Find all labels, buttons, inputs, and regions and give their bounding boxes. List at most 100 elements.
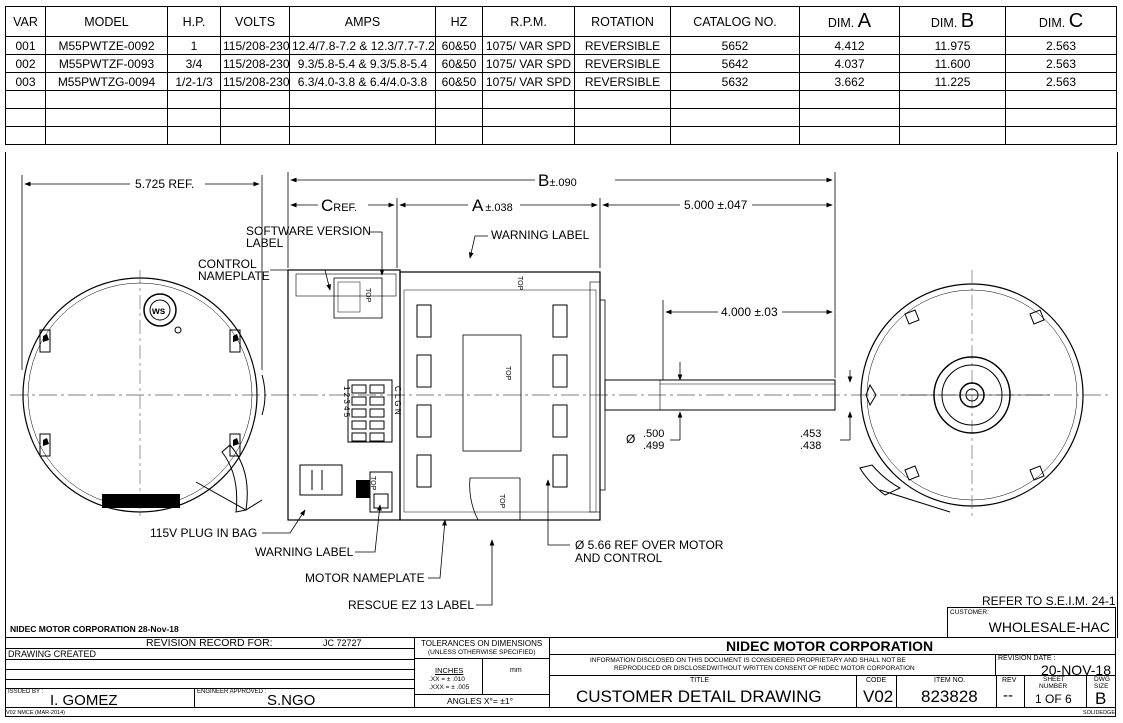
left-end-view: ws: [22, 270, 266, 520]
plug-in-bag-label: 115V PLUG IN BAG: [150, 526, 257, 540]
callout-leaders: [262, 231, 570, 606]
flat-hi: .453: [800, 428, 821, 440]
top-mark: TOP: [369, 476, 376, 491]
item-label: ITEM NO.: [934, 677, 966, 684]
top-mark: TOP: [364, 288, 371, 303]
dim-left-ref: 5.725 REF.: [135, 177, 194, 191]
revision-date-label: REVISION DATE :: [998, 655, 1056, 662]
diameter-note-2: AND CONTROL: [575, 551, 663, 565]
header-volts: VOLTS: [220, 6, 290, 37]
cell-model: M55PWTZG-0094: [45, 72, 168, 91]
header-dim-b: DIM. B: [899, 6, 1006, 37]
dim-a-label: A±.038: [472, 196, 513, 215]
software-version-label-2: LABEL: [246, 236, 284, 250]
rev-label: REV: [1002, 677, 1017, 684]
rev-value: --: [1003, 687, 1013, 704]
software-version-label: SOFTWARE VERSION: [246, 224, 371, 238]
cell-amps: 9.3/5.8-5.4 & 9.3/5.8-5.4: [289, 54, 436, 73]
plug-letters: C L G N: [393, 386, 402, 415]
drawing-title: CUSTOMER DETAIL DRAWING: [576, 687, 822, 706]
dimension-lines: [21, 172, 853, 441]
spec-row-empty: [5, 126, 1117, 145]
dim-4000-label: 4.000 ±.03: [721, 305, 778, 319]
header-dim-a: DIM. A: [799, 6, 900, 37]
engineer-box: ENGINEER APPROVED : S.NGO: [194, 688, 415, 709]
code-value: V02: [863, 687, 894, 706]
footer-form: V02 NMCE (MAR-2014): [6, 710, 65, 716]
shaft-dia-lo: .499: [643, 440, 664, 452]
right-end-view: [859, 270, 1084, 520]
revision-date: 20-NOV-18: [1040, 662, 1111, 678]
cell-model: M55PWTZE-0092: [45, 36, 168, 55]
item-number: 823828: [921, 687, 978, 706]
footer-cad: SOLIDEDGE: [1082, 710, 1115, 716]
motor-nameplate-label: MOTOR NAMEPLATE: [305, 571, 425, 585]
cell-hz: 60&50: [435, 54, 483, 73]
dim-c-label: CREF.: [321, 196, 357, 215]
top-mark: TOP: [498, 494, 505, 509]
customer-label: CUSTOMER:: [950, 609, 989, 616]
cell-dim-c: 2.563: [1005, 72, 1117, 91]
code-label: CODE: [866, 677, 887, 684]
revision-date-box: REVISION DATE : 20-NOV-18: [995, 654, 1116, 678]
dim-5000-label: 5.000 ±.047: [684, 198, 748, 212]
control-nameplate-label-2: NAMEPLATE: [198, 269, 270, 283]
customer-name: WHOLESALE-HAC: [988, 619, 1110, 635]
top-mark: TOP: [516, 276, 523, 291]
cell-rpm: 1075/ VAR SPD: [482, 54, 575, 73]
motor-vents: [416, 304, 568, 488]
engineer-label: ENGINEER APPROVED :: [197, 689, 267, 695]
cell-rotation: REVERSIBLE: [574, 36, 671, 55]
title-box: TITLE CUSTOMER DETAIL DRAWING: [549, 675, 857, 708]
drawing-frame: [5, 152, 1118, 638]
header-rpm: R.P.M.: [482, 6, 575, 37]
mm-label: mm: [510, 667, 522, 674]
sheet-label-2: NUMBER: [1039, 683, 1068, 690]
cell-rotation: REVERSIBLE: [574, 72, 671, 91]
cell-rpm: 1075/ VAR SPD: [482, 72, 575, 91]
plug-numbers: 1 2 3 4 5: [342, 386, 351, 418]
tolerance-xx: .XX = ± .010: [429, 676, 465, 683]
inches-label: INCHES: [435, 666, 464, 675]
spec-row-002: 002 M55PWTZF-0093 3/4 115/208-230 9.3/5.…: [5, 54, 1117, 73]
sheet-label: SHEET: [1043, 676, 1065, 683]
code-box: CODE V02: [856, 675, 897, 708]
tolerance-xxx: .XXX = ± .005: [429, 684, 470, 691]
angles-tolerance: ANGLES X°= ±1°: [447, 696, 514, 706]
plug-pins: [351, 384, 385, 442]
diameter-note: Ø 5.66 REF OVER MOTOR: [575, 538, 724, 552]
dim-b-label: B±.090: [538, 171, 577, 190]
dwg-size-box: DWG SIZE B: [1086, 675, 1116, 708]
header-catalog: CATALOG NO.: [670, 6, 800, 37]
revision-header: REVISION RECORD FOR: JC 72727: [5, 637, 415, 649]
rescue-label: RESCUE EZ 13 LABEL: [348, 598, 474, 612]
shaft-diameter-symbol: Ø: [626, 432, 635, 446]
spec-header-row: VAR MODEL H.P. VOLTS AMPS HZ R.P.M. ROTA…: [5, 6, 1117, 37]
title-label: TITLE: [690, 677, 710, 684]
cell-hz: 60&50: [435, 72, 483, 91]
cell-hz: 60&50: [435, 36, 483, 55]
warning-label-top: WARNING LABEL: [491, 228, 590, 242]
svg-text:ws: ws: [151, 306, 166, 317]
disclaimer: INFORMATION DISCLOSED ON THIS DOCUMENT I…: [590, 657, 906, 664]
shaft-dia-hi: .500: [643, 428, 664, 440]
header-model: MODEL: [45, 6, 168, 37]
refer-to-note: REFER TO S.E.I.M. 24-1: [982, 594, 1116, 608]
rev-box: REV --: [996, 675, 1025, 708]
sheet-box: SHEET NUMBER 1 OF 6: [1024, 675, 1087, 708]
warning-label-bottom: WARNING LABEL: [255, 545, 354, 559]
company-box: NIDEC MOTOR CORPORATION: [549, 637, 1116, 655]
spec-table: VAR MODEL H.P. VOLTS AMPS HZ R.P.M. ROTA…: [5, 6, 1117, 145]
disclaimer-2: REPRODUCED OR DISCLOSEDWITHOUT WRITTEN C…: [614, 665, 915, 672]
spec-row-003: 003 M55PWTZG-0094 1/2-1/3 115/208-230 6.…: [5, 72, 1117, 91]
dwg-size-label-2: SIZE: [1094, 683, 1109, 690]
tolerances-box: TOLERANCES ON DIMENSIONS (UNLESS OTHERWI…: [414, 637, 550, 708]
engineer: S.NGO: [267, 692, 316, 709]
cell-amps: 6.3/4.0-3.8 & 6.4/4.0-3.8: [289, 72, 436, 91]
sheet-number: 1 OF 6: [1035, 692, 1072, 706]
issued-by: I. GOMEZ: [50, 692, 118, 709]
customer-box: CUSTOMER: WHOLESALE-HAC: [947, 607, 1116, 638]
tolerances-label: TOLERANCES ON DIMENSIONS: [421, 639, 543, 648]
header-var: VAR: [5, 6, 46, 37]
dwg-size: B: [1095, 689, 1107, 708]
